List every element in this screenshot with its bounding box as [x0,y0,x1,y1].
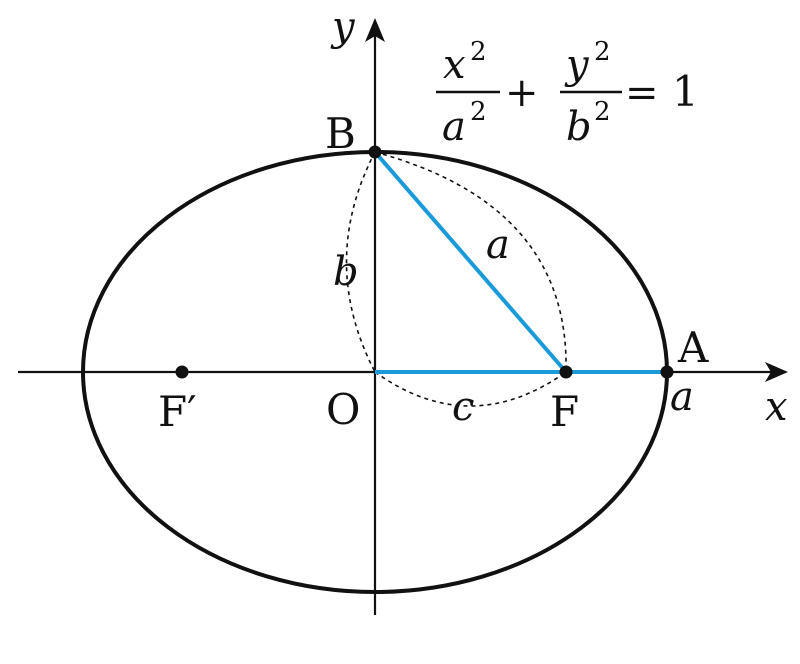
eq-equals: = [625,70,659,116]
eq-denominator-b: b [566,104,592,150]
arc-a [374,151,567,373]
point-A [660,365,674,379]
point-F-prime [175,365,189,379]
label-A: A [677,323,709,372]
x-axis-label: x [765,384,788,430]
segment-BF [373,150,568,374]
label-c: c [452,384,474,430]
ellipse-equation: x 2 a 2 + y 2 b 2 = 1 [436,37,699,150]
eq-numerator-x: x [443,42,466,88]
eq-denominator-a: a [442,104,466,150]
label-a-diagonal: a [486,222,510,268]
x-axis-arrowhead [765,362,788,382]
label-origin: O [326,385,360,434]
eq-numerator-y: y [564,42,590,88]
eq-exp-1: 2 [470,37,487,67]
point-B [368,145,382,159]
label-F: F [550,387,579,436]
eq-exp-3: 2 [594,37,611,67]
label-b: b [333,249,359,295]
label-a-axis: a [670,374,694,420]
arc-c [374,371,567,407]
eq-exp-4: 2 [594,97,611,127]
label-F-prime: F′ [158,387,197,436]
y-axis-arrowhead [365,18,385,42]
point-F [559,365,573,379]
y-axis-label: y [330,4,356,50]
eq-rhs: 1 [672,67,699,116]
arc-b [345,151,376,373]
eq-exp-2: 2 [470,97,487,127]
label-B: B [325,109,356,158]
eq-plus: + [505,70,539,116]
